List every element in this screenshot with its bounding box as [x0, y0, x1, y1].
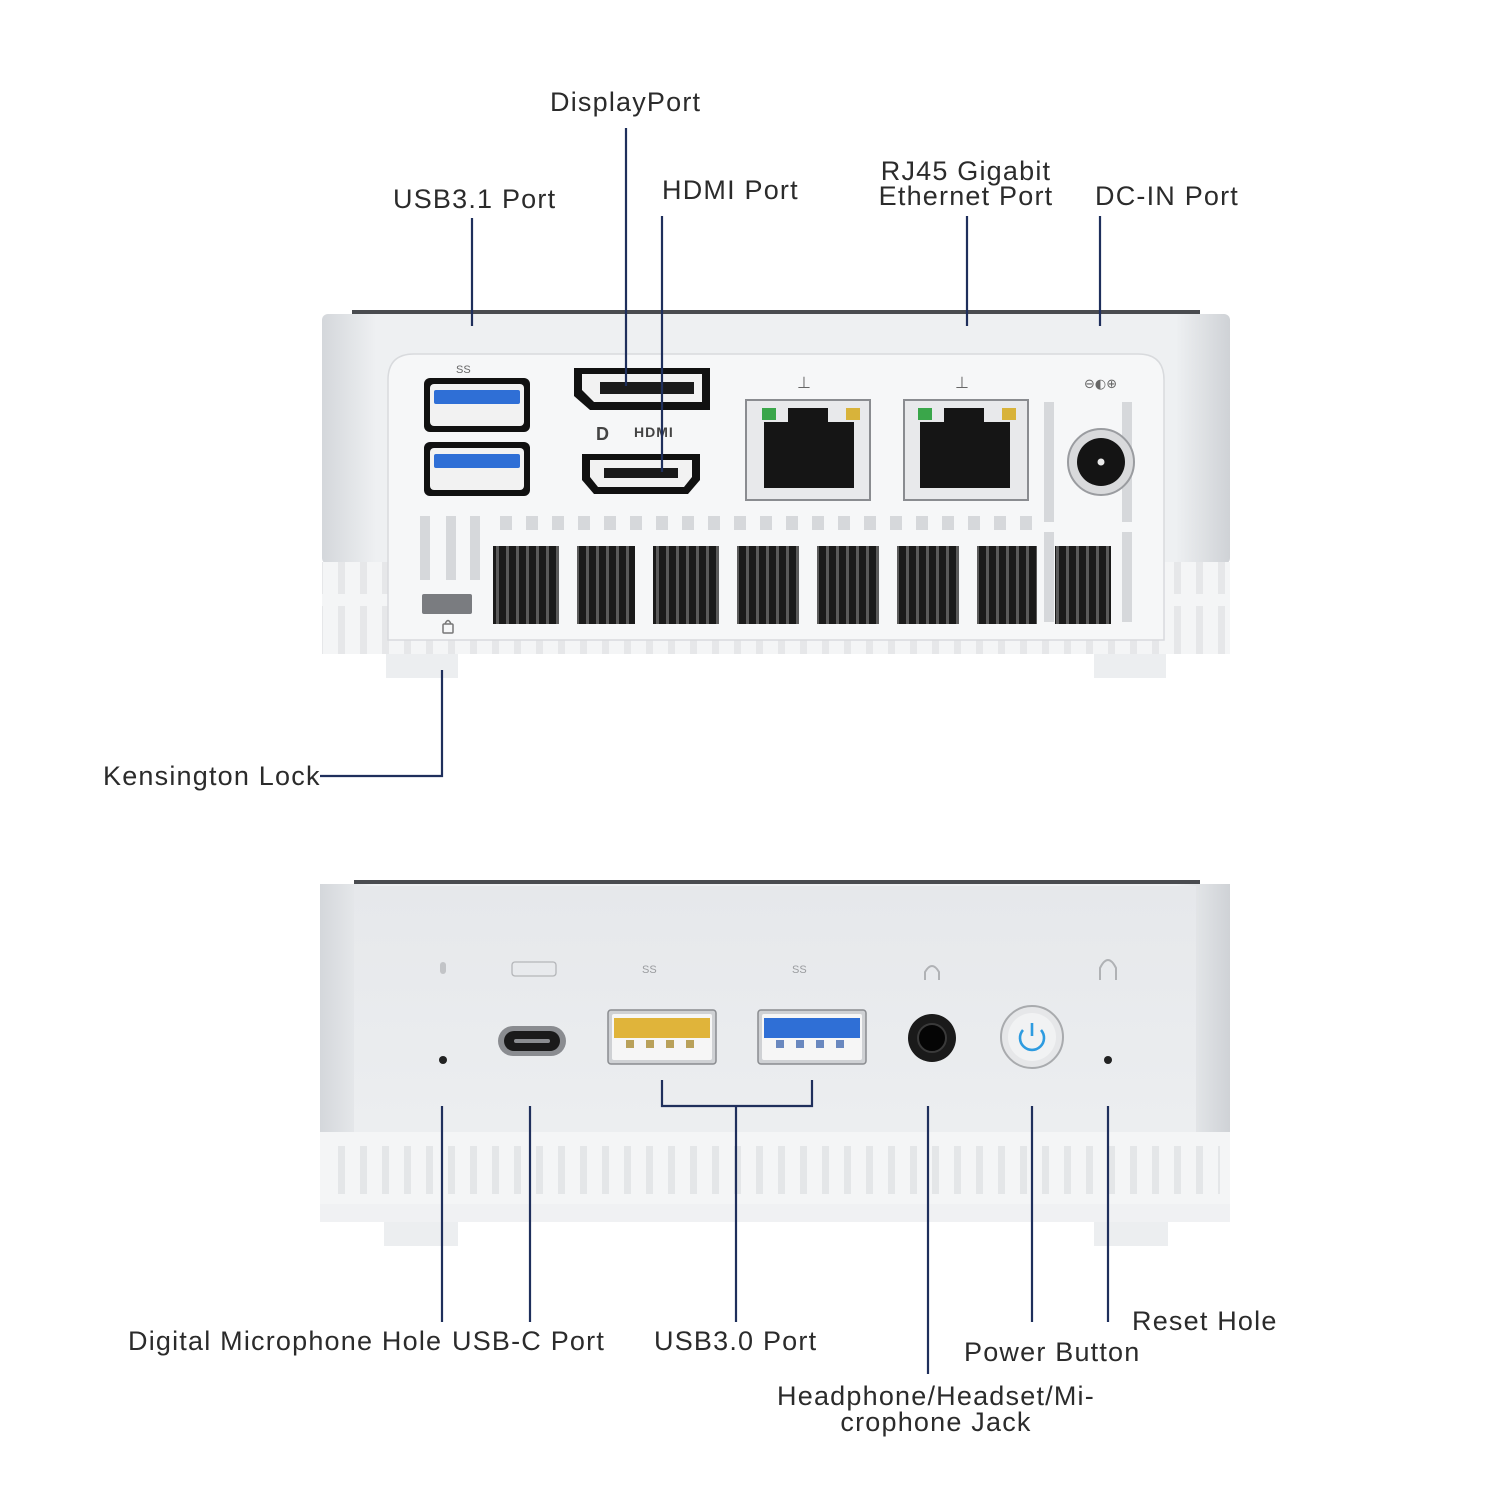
- svg-text:SS: SS: [642, 964, 657, 976]
- usb-ss-mark: SS: [456, 364, 471, 376]
- label-headphone-line1: Headphone/Headset/Mi-: [777, 1381, 1095, 1411]
- label-dcin-port: DC-IN Port: [1095, 181, 1240, 211]
- svg-text:⊥: ⊥: [797, 373, 811, 392]
- label-digital-mic-hole: Digital Microphone Hole: [128, 1326, 443, 1356]
- rear-grille-slots: [420, 402, 1132, 622]
- rear-foot-left: [386, 654, 458, 678]
- leader-lines: [320, 128, 1110, 1374]
- usb30-port-yellow: SS: [607, 964, 717, 1065]
- usb31-ports: SS: [424, 364, 530, 496]
- headphone-jack: [908, 965, 956, 1062]
- label-hdmi-port: HDMI Port: [662, 175, 799, 205]
- label-usb30-port: USB3.0 Port: [654, 1326, 818, 1356]
- label-reset-hole: Reset Hole: [1132, 1306, 1278, 1336]
- rj45-port-1: ⊥: [745, 373, 871, 501]
- usb30-port-blue: SS: [757, 964, 867, 1065]
- front-foot-left: [384, 1222, 458, 1246]
- front-top-edge: [354, 880, 1200, 886]
- label-rj45-line2: Ethernet Port: [878, 181, 1054, 211]
- label-kensington-lock: Kensington Lock: [103, 761, 321, 791]
- rj45-port-2: ⊥: [903, 373, 1029, 501]
- front-foot-right: [1094, 1222, 1168, 1246]
- usbc-port: [498, 961, 566, 1056]
- front-device: SS SS: [320, 880, 1230, 1246]
- label-usb31-port: USB3.1 Port: [393, 184, 557, 214]
- rear-vents: [493, 546, 1111, 624]
- label-rj45-line1: RJ45 Gigabit: [880, 156, 1052, 186]
- rear-top-edge: [352, 310, 1200, 316]
- label-power-button: Power Button: [964, 1337, 1141, 1367]
- svg-text:SS: SS: [792, 964, 807, 976]
- displayport-connector: D HDMI: [574, 368, 710, 444]
- power-button[interactable]: [1000, 1005, 1064, 1069]
- rear-foot-right: [1094, 654, 1166, 678]
- svg-text:⊥: ⊥: [955, 373, 969, 392]
- label-displayport: DisplayPort: [550, 87, 702, 117]
- svg-text:⊖◐⊕: ⊖◐⊕: [1084, 377, 1117, 392]
- dc-in-jack: ⊖◐⊕: [1067, 377, 1135, 496]
- rear-device: SS D HDMI ⊥: [322, 310, 1230, 678]
- reset-hole[interactable]: [1099, 959, 1117, 1064]
- mic-hole: [439, 962, 447, 1064]
- label-usbc-port: USB-C Port: [452, 1326, 606, 1356]
- leader-kensington: [320, 670, 444, 778]
- label-headphone-line2: crophone Jack: [840, 1407, 1032, 1437]
- hdmi-logo: HDMI: [634, 424, 674, 440]
- hdmi-connector: [582, 454, 700, 494]
- dp-logo: D: [596, 424, 609, 444]
- kensington-slot: [422, 594, 472, 634]
